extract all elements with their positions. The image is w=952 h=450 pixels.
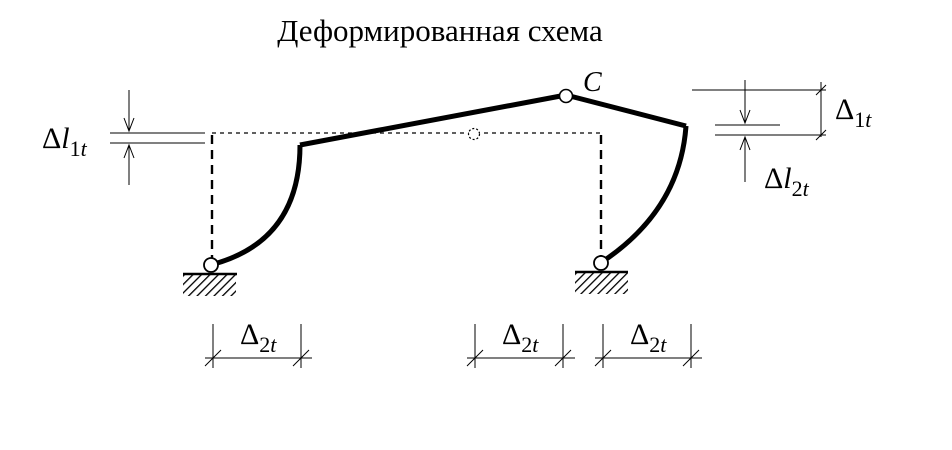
dim-d1t	[692, 82, 827, 141]
dim-dl2t	[715, 80, 780, 182]
deformed-left-beam	[299, 92, 567, 148]
label-d2t-middle: Δ2t	[502, 318, 539, 357]
label-d1t: Δ1t	[835, 93, 872, 132]
deformed-right-beam	[565, 92, 687, 129]
undeformed-frame	[210, 127, 603, 262]
deformed-right-column	[600, 125, 689, 265]
undeformed-hinge	[467, 127, 481, 141]
label-dl2t: Δl2t	[764, 162, 810, 201]
label-dl1t: Δl1t	[42, 122, 88, 161]
left-support	[183, 257, 237, 296]
dim-d2t-right	[594, 324, 702, 368]
hinge-c-label: C	[583, 67, 602, 98]
label-d2t-right: Δ2t	[630, 318, 667, 357]
label-d2t-left: Δ2t	[240, 318, 277, 357]
deformed-frame	[213, 92, 689, 267]
right-support	[575, 255, 628, 294]
left-support-hinge	[203, 257, 219, 273]
diagram-title: Деформированная схема	[277, 13, 603, 48]
hinge-c	[558, 88, 574, 104]
dim-d2t-left	[204, 324, 312, 368]
dim-dl1t	[110, 90, 205, 185]
dim-d2t-middle	[466, 324, 575, 368]
right-support-hinge	[593, 255, 609, 271]
deformed-left-column	[213, 144, 303, 267]
